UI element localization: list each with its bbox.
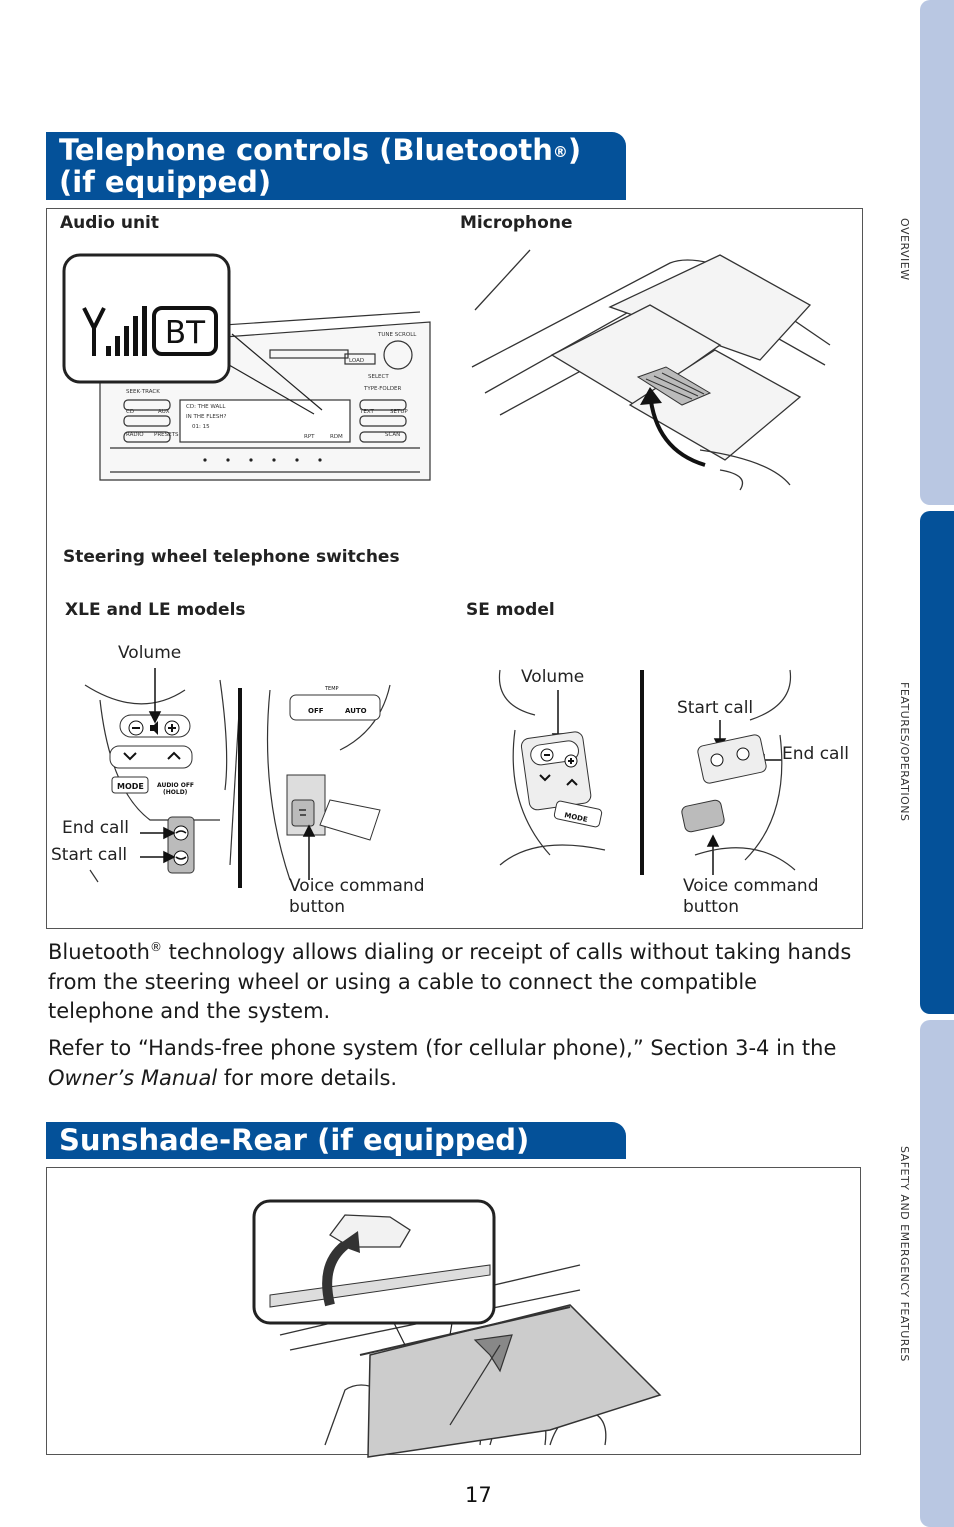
- features-tab-label: FEATURES/OPERATIONS: [898, 682, 911, 822]
- signal-strength-icon: [82, 306, 147, 356]
- se-end-call-button[interactable]: [736, 747, 750, 761]
- start-call-button[interactable]: [173, 850, 189, 866]
- se-model-label: SE model: [466, 600, 555, 620]
- screen-line3: 01: 15: [192, 424, 210, 430]
- se-end-call-label: End call: [782, 744, 849, 764]
- seek-track-text: SEEK·TRACK: [126, 389, 160, 395]
- xle-start-call-label: Start call: [51, 845, 128, 865]
- text-button-text: TEXT: [359, 409, 375, 415]
- owners-manual-paragraph: Refer to “Hands-free phone system (for c…: [48, 1036, 837, 1090]
- raise-arrow: [449, 1334, 513, 1426]
- volume-switch[interactable]: [128, 720, 180, 736]
- auto-text: AUTO: [345, 707, 367, 715]
- xle-voice-label-line1: Voice command: [289, 876, 425, 896]
- select-text: SELECT: [368, 374, 389, 380]
- steering-switches-label: Steering wheel telephone switches: [63, 547, 400, 567]
- voice-command-button-xle[interactable]: [291, 799, 315, 827]
- hold-text: (HOLD): [163, 789, 188, 796]
- bluetooth-paragraph: Bluetooth® technology allows dialing or …: [48, 940, 852, 1023]
- scan-text: SCAN: [385, 432, 400, 438]
- features-tab[interactable]: [920, 511, 954, 1014]
- audio-off-text: AUDIO OFF: [157, 782, 194, 789]
- se-start-call-label: Start call: [677, 698, 754, 718]
- presets-text: PRESETS: [154, 432, 179, 438]
- sunshade-title: Sunshade-Rear (if equipped): [59, 1123, 530, 1157]
- microphone-grille: [636, 366, 712, 406]
- sunshade-illustration: [252, 1199, 662, 1458]
- aux-text: AUX: [158, 409, 170, 415]
- load-text: LOAD: [349, 358, 364, 364]
- screen-line1: CD: THE WALL: [186, 404, 226, 410]
- telephone-title-line1: Telephone controls (Bluetooth®): [59, 133, 582, 167]
- microphone-illustration: [471, 249, 831, 491]
- audio-unit-label: Audio unit: [60, 213, 160, 233]
- screen-line2: IN THE FLESH?: [186, 414, 227, 420]
- setup-text: SETUP: [390, 409, 408, 415]
- mode-button-text: MODE: [117, 782, 144, 791]
- se-switches-illustration: MODE: [498, 669, 796, 875]
- safety-tab-label: SAFETY AND EMERGENCY FEATURES: [898, 1146, 911, 1362]
- page-number: 17: [465, 1483, 492, 1507]
- xle-voice-label-line2: button: [289, 897, 346, 917]
- bt-icon: [152, 306, 218, 356]
- microphone-label: Microphone: [460, 213, 573, 233]
- xle-volume-label: Volume: [118, 643, 182, 663]
- overview-tab[interactable]: [920, 0, 954, 505]
- sunshade-section-header: Sunshade-Rear (if equipped): [46, 1122, 626, 1159]
- se-start-call-button[interactable]: [710, 753, 724, 767]
- off-text: OFF: [308, 707, 324, 715]
- se-voice-label-line1: Voice command: [683, 876, 819, 896]
- cd-text: CD: [126, 409, 134, 415]
- radio-text: RADIO: [126, 432, 144, 438]
- voice-command-button-se[interactable]: [681, 799, 726, 833]
- audio-unit-illustration: TUNE SCROLL LOAD SEEK·TRACK TYPE·FOLDER …: [62, 253, 431, 481]
- se-volume-label: Volume: [521, 667, 585, 687]
- xle-le-switches-illustration: MODE AUDIO OFF (HOLD) OFF AUTO TEMP: [84, 679, 391, 888]
- sunshade-panel: [367, 1304, 662, 1458]
- rdm-text: RDM: [330, 434, 343, 440]
- se-voice-label-line2: button: [683, 897, 740, 917]
- overview-tab-label: OVERVIEW: [898, 218, 911, 281]
- rpt-text: RPT: [304, 434, 315, 440]
- telephone-section-header: Telephone controls (Bluetooth®) (if equi…: [46, 132, 626, 200]
- bt-badge-text: BT: [165, 315, 206, 351]
- xle-end-call-label: End call: [62, 818, 129, 838]
- telephone-figure: [46, 208, 863, 929]
- telephone-title-line2: (if equipped): [59, 165, 272, 199]
- xle-le-label: XLE and LE models: [65, 600, 246, 620]
- type-folder-text: TYPE·FOLDER: [363, 386, 402, 392]
- sunshade-figure: [46, 1167, 861, 1455]
- safety-tab[interactable]: [920, 1020, 954, 1527]
- temp-text: TEMP: [324, 686, 339, 692]
- tune-scroll-text: TUNE SCROLL: [377, 332, 417, 338]
